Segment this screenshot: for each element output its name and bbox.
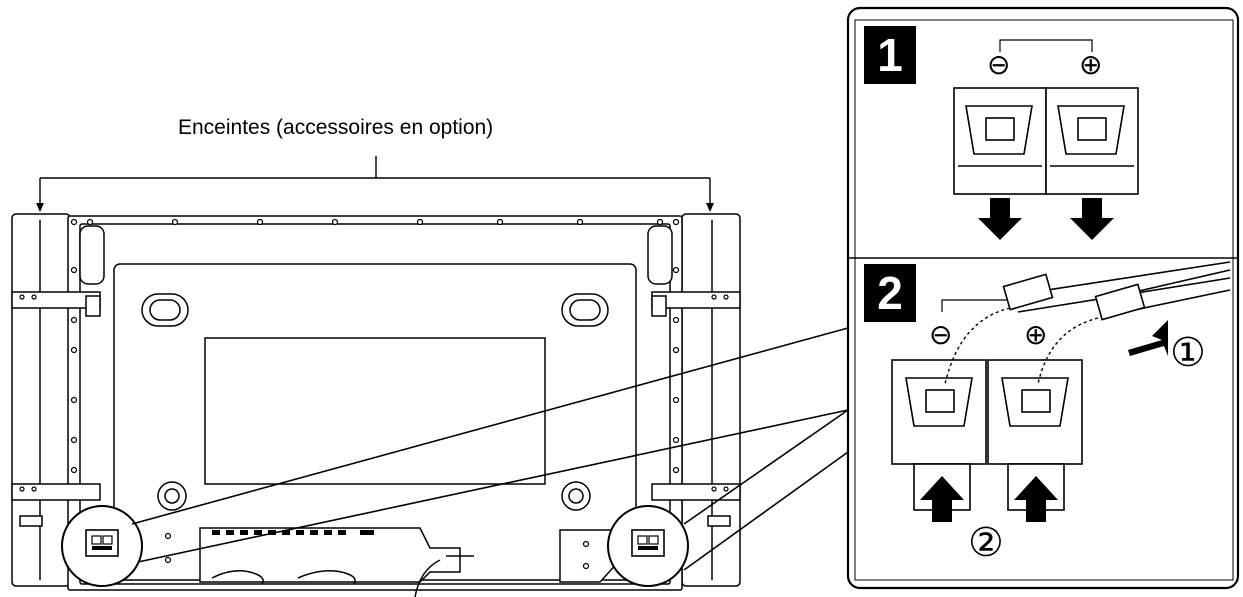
substep-1-marker: ① bbox=[1170, 331, 1206, 375]
cables bbox=[211, 555, 474, 597]
zoom-lines bbox=[131, 327, 849, 571]
step-1-badge bbox=[864, 26, 916, 84]
tv-back-view bbox=[11, 213, 741, 591]
polarity-bracket-2 bbox=[941, 299, 1010, 312]
frame-screws bbox=[19, 218, 729, 570]
right-speaker bbox=[681, 213, 741, 587]
step1-arrow-right bbox=[1070, 198, 1114, 240]
speaker-wires bbox=[1002, 261, 1231, 321]
left-speaker bbox=[11, 213, 71, 587]
step1-arrow-left bbox=[978, 198, 1022, 240]
wire-dashed-paths bbox=[944, 307, 1099, 385]
zoom-circle-left bbox=[61, 505, 143, 587]
step1-plus-symbol: ⊕ bbox=[1079, 49, 1103, 80]
step2-arrow-right bbox=[1014, 476, 1058, 522]
zoom-circle-right bbox=[607, 505, 689, 587]
step2-plus-symbol: ⊕ bbox=[1024, 319, 1048, 350]
step1-terminals bbox=[953, 87, 1139, 195]
speaker-label: Enceintes (accessoires en option) bbox=[178, 116, 494, 139]
insert-arrow-wire bbox=[1128, 320, 1168, 356]
speaker-bracket bbox=[39, 156, 711, 205]
step-1-number: 1 bbox=[877, 29, 903, 81]
center-panel bbox=[204, 337, 546, 485]
step2-minus-symbol: ⊖ bbox=[929, 319, 953, 350]
bracket-arrow-left bbox=[36, 203, 44, 212]
step-2-badge bbox=[864, 264, 916, 322]
terminal-row bbox=[212, 530, 374, 535]
bracket-arrow-right bbox=[706, 203, 714, 212]
step2-arrow-left bbox=[920, 476, 964, 522]
step1-minus-symbol: ⊖ bbox=[987, 49, 1011, 80]
polarity-bracket-1 bbox=[999, 39, 1093, 52]
step-2-number: 2 bbox=[877, 267, 903, 319]
substep-2-marker: ② bbox=[968, 521, 1004, 565]
